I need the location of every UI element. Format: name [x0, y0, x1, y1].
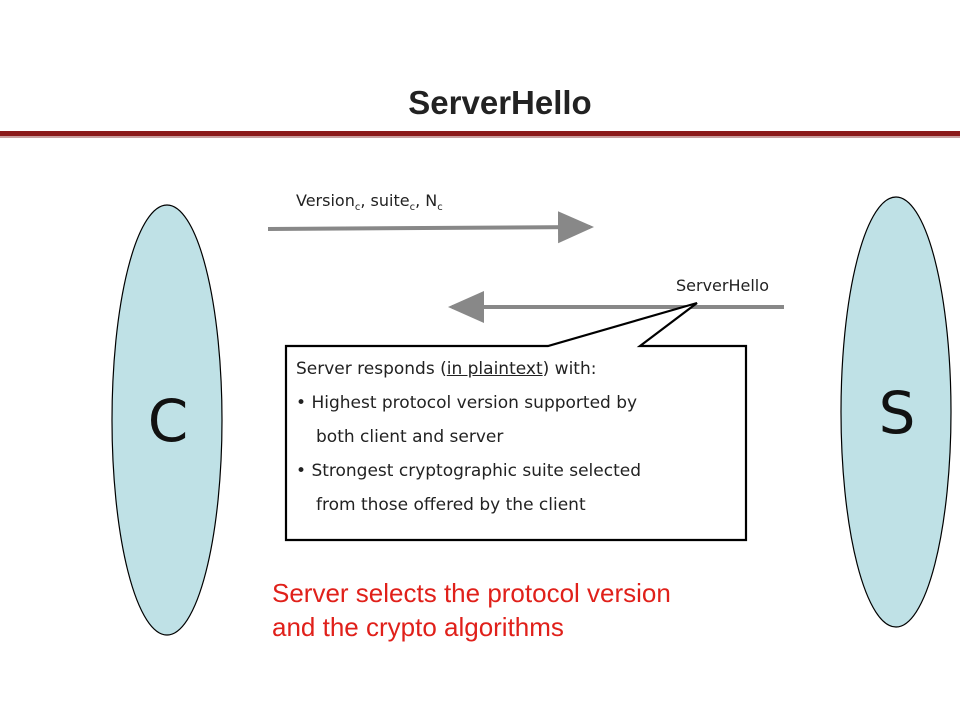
callout-bullet-1-continuation: both client and server: [316, 427, 504, 447]
callout-bullet-2: • Strongest cryptographic suite selected: [296, 461, 641, 481]
client-message-label: Versionc, suitec, Nc: [296, 191, 443, 214]
callout-bullet-2-continuation: from those offered by the client: [316, 495, 586, 515]
title-divider-shadow: [0, 136, 960, 138]
server-label: S: [879, 379, 916, 447]
server-ellipse: [840, 196, 952, 628]
callout-box: [284, 301, 748, 542]
callout-intro: Server responds (in plaintext) with:: [296, 359, 597, 379]
bullet-icon: •: [296, 393, 312, 413]
client-label: C: [148, 387, 189, 455]
client-to-server-arrow: [267, 211, 594, 244]
slide-title: ServerHello: [408, 84, 592, 121]
summary-note: Server selects the protocol version and …: [272, 576, 832, 644]
server-message-label: ServerHello: [676, 276, 770, 295]
callout-bullet-1: • Highest protocol version supported by: [296, 393, 638, 413]
bullet-icon: •: [296, 461, 312, 481]
summary-note-line-1: Server selects the protocol version: [272, 578, 671, 608]
client-ellipse: [111, 204, 223, 636]
title-divider: [0, 131, 960, 136]
callout-text: Server responds (in plaintext) with: • H…: [296, 352, 736, 522]
summary-note-line-2: and the crypto algorithms: [272, 612, 564, 642]
